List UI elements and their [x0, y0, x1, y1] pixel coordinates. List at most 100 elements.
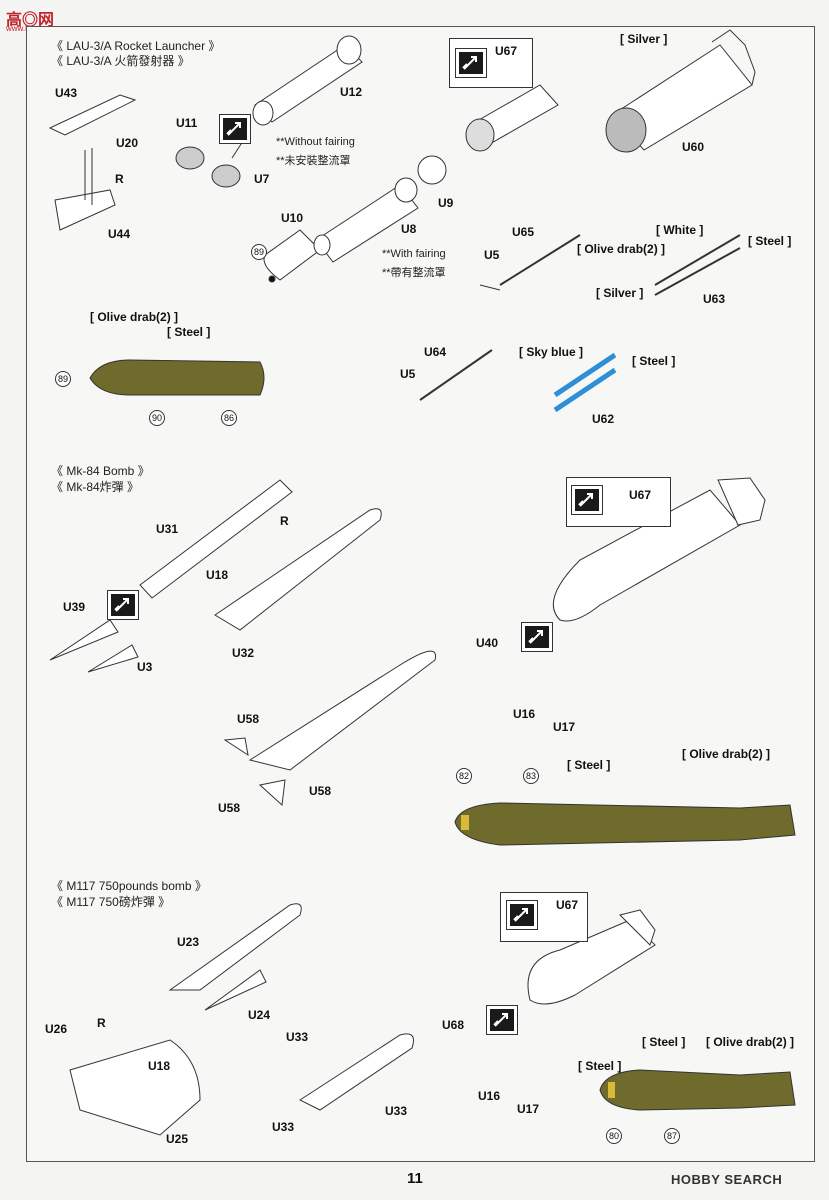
part-label: U20: [116, 136, 139, 150]
cement-icon: [506, 900, 538, 930]
part-label: U33: [286, 1030, 309, 1044]
with-fairing-en: **With fairing: [382, 248, 446, 260]
decal-number: 89: [55, 371, 71, 387]
part-label: R: [97, 1016, 106, 1030]
part-label: U58: [309, 784, 332, 798]
part-label: U5: [400, 367, 416, 381]
part-label: U67: [556, 898, 579, 912]
part-label: U9: [438, 196, 454, 210]
part-label: U18: [206, 568, 229, 582]
part-label: U68: [442, 1018, 465, 1032]
part-label: R: [115, 172, 124, 186]
m117-fins-assembly: [298, 1033, 414, 1111]
lau-title-zh: 《 LAU-3/A 火箭發射器 》: [51, 54, 190, 68]
m117-side-view-olive: [599, 1069, 796, 1111]
lau-sky-blue-rockets: [553, 352, 617, 413]
paint-callout: [ White ]: [656, 223, 704, 237]
part-label: U67: [495, 44, 518, 58]
lau-rockets-small: [419, 234, 741, 401]
cement-icon: [219, 114, 251, 144]
lau-title-en: 《 LAU-3/A Rocket Launcher 》: [51, 39, 221, 53]
decal-number: 82: [456, 768, 472, 784]
paint-callout: [ Olive drab(2) ]: [90, 310, 179, 324]
part-label: U64: [424, 345, 447, 359]
m117-title-zh: 《 M117 750磅炸彈 》: [51, 895, 171, 909]
paint-callout: [ Steel ]: [642, 1035, 686, 1049]
without-fairing-en: **Without fairing: [276, 136, 355, 148]
part-label: U3: [137, 660, 153, 674]
cement-icon: [107, 590, 139, 620]
part-label: U7: [254, 172, 270, 186]
decal-number: 80: [606, 1128, 622, 1144]
part-label: U32: [232, 646, 255, 660]
lau-fairing-parts: [48, 94, 137, 231]
lau-tube-mid: [465, 84, 559, 152]
mk84-right-assembly: [552, 477, 766, 622]
paint-callout: [ Steel ]: [567, 758, 611, 772]
lau-tube-top: [252, 35, 363, 126]
hobby-search-logo: HOBBY SEARCH: [671, 1172, 783, 1187]
mk84-fins-assembly: [223, 650, 437, 807]
paint-callout: [ Olive drab(2) ]: [577, 242, 666, 256]
part-label: U18: [148, 1059, 171, 1073]
with-fairing-zh: **帶有整流罩: [382, 267, 446, 279]
part-label: U40: [476, 636, 499, 650]
decal-number: 86: [221, 410, 237, 426]
part-label: U25: [166, 1132, 189, 1146]
cement-icon: [455, 48, 487, 78]
cement-icon: [521, 622, 553, 652]
part-label: U31: [156, 522, 179, 536]
part-label: U12: [340, 85, 363, 99]
mk84-yellow-band: [461, 815, 469, 830]
paint-callout: [ Steel ]: [748, 234, 792, 248]
decal-number: 83: [523, 768, 539, 784]
part-label: U24: [248, 1008, 271, 1022]
site-logo: 高◎网: [6, 12, 55, 29]
m117-title-en: 《 M117 750pounds bomb 》: [51, 879, 207, 893]
part-label: U63: [703, 292, 726, 306]
decal-number: 89: [251, 244, 267, 260]
page-number: 11: [407, 1170, 423, 1187]
part-label: U65: [512, 225, 535, 239]
decal-number: 87: [664, 1128, 680, 1144]
m117-nose-assembly: [168, 903, 302, 1011]
decal-number: 90: [149, 410, 165, 426]
mk84-title-en: 《 Mk-84 Bomb 》: [51, 464, 150, 478]
part-label: U17: [517, 1102, 540, 1116]
m117-tail-assembly: [69, 1039, 201, 1136]
part-label: U39: [63, 600, 86, 614]
part-label: U8: [401, 222, 417, 236]
part-label: U58: [237, 712, 260, 726]
part-label: U43: [55, 86, 78, 100]
part-label: U11: [176, 116, 198, 130]
m117-yellow-band: [608, 1082, 615, 1098]
mk84-title-zh: 《 Mk-84炸彈 》: [51, 480, 140, 494]
part-label: R: [280, 514, 289, 528]
cement-icon: [571, 485, 603, 515]
part-label: U58: [218, 801, 241, 815]
m117-right-assembly: [527, 909, 656, 1005]
part-label: U16: [513, 707, 536, 721]
paint-callout: [ Sky blue ]: [519, 345, 584, 359]
paint-callout: [ Silver ]: [596, 286, 644, 300]
part-label: U33: [385, 1104, 408, 1118]
paint-callout: [ Olive drab(2) ]: [682, 747, 771, 761]
lau-tube-silver: [605, 29, 756, 153]
mk84-side-view-olive: [454, 802, 796, 846]
part-label: U67: [629, 488, 652, 502]
paint-callout: [ Silver ]: [620, 32, 668, 46]
paint-callout: [ Olive drab(2) ]: [706, 1035, 795, 1049]
part-label: U5: [484, 248, 500, 262]
part-label: U44: [108, 227, 131, 241]
paint-callout: [ Steel ]: [167, 325, 211, 339]
lau-side-view-olive: [89, 359, 265, 396]
part-label: U62: [592, 412, 615, 426]
part-label: U33: [272, 1120, 295, 1134]
without-fairing-zh: **未安裝整流罩: [276, 155, 351, 167]
part-label: U60: [682, 140, 705, 154]
lau-rocket-heads: [175, 137, 246, 188]
part-label: U16: [478, 1089, 501, 1103]
paint-callout: [ Steel ]: [578, 1059, 622, 1073]
